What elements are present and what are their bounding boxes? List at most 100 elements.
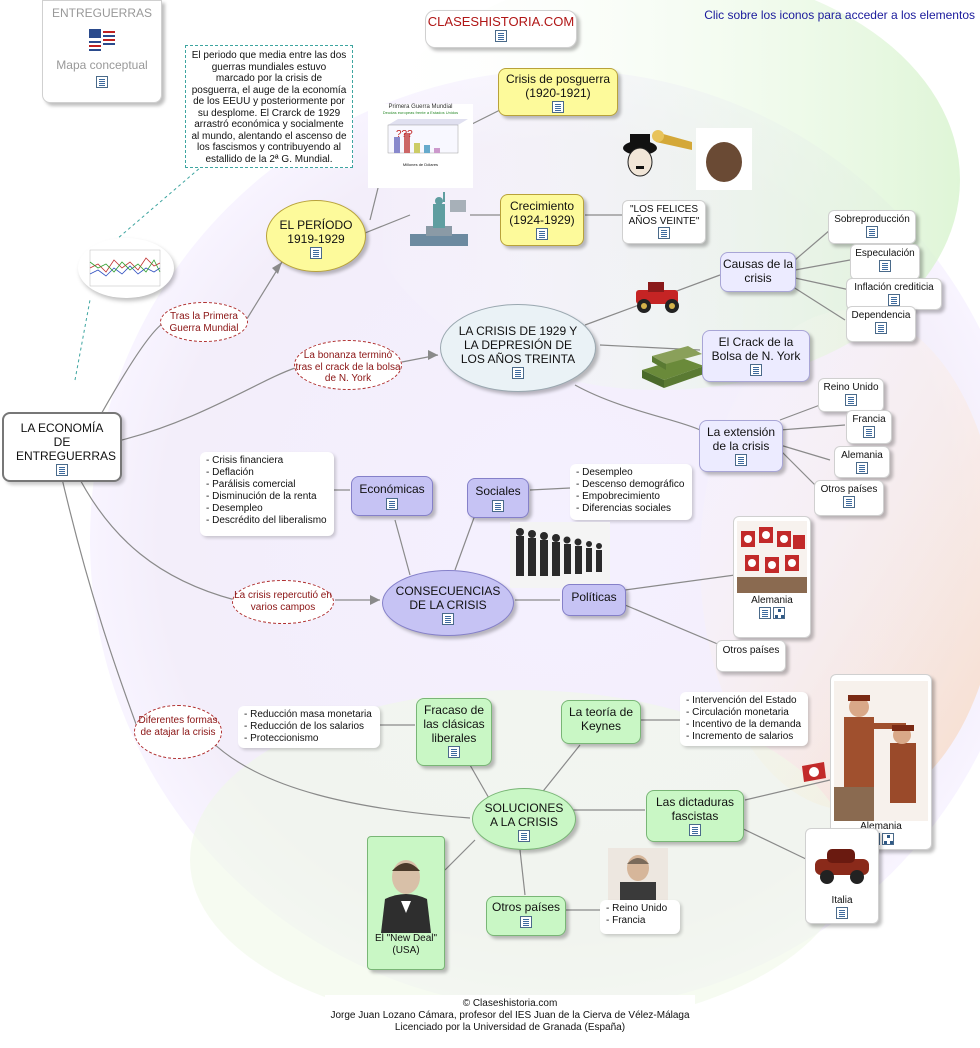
roosevelt-portrait-image[interactable] bbox=[371, 843, 441, 933]
sociales-item: - Empobrecimiento bbox=[576, 491, 660, 502]
otros-soluciones-list: - Reino Unido - Francia bbox=[600, 900, 680, 934]
intro-note-text: El periodo que media entre las dos guerr… bbox=[191, 50, 347, 165]
politicas-alemania-icon[interactable] bbox=[759, 606, 771, 619]
politicas-node: Políticas bbox=[562, 584, 626, 616]
statue-of-liberty-image[interactable] bbox=[410, 190, 468, 248]
dictaduras-node: Las dictaduras fascistas bbox=[646, 790, 744, 842]
causa-especulacion-icon[interactable] bbox=[879, 259, 891, 272]
flag-icon bbox=[802, 762, 826, 782]
politicas-label: Políticas bbox=[571, 590, 617, 604]
italian-car-image[interactable] bbox=[809, 843, 875, 889]
concept-map-image-icon bbox=[87, 27, 117, 55]
causa-inflacion-icon[interactable] bbox=[888, 293, 900, 306]
line-chart-thumbnail[interactable] bbox=[78, 238, 174, 298]
portrait-icon bbox=[608, 848, 668, 900]
crisis-icon[interactable] bbox=[512, 367, 524, 380]
causas-node: Causas de la crisis bbox=[720, 252, 796, 292]
keynes-portrait-image[interactable] bbox=[608, 848, 668, 900]
soluciones-node: SOLUCIONES A LA CRISIS bbox=[472, 788, 576, 850]
debt-chart-overlay: ??? bbox=[396, 129, 413, 140]
extension-label: La extensión de la crisis bbox=[706, 425, 776, 453]
economicas-item: - Crisis financiera bbox=[206, 455, 284, 466]
ext-otros-icon[interactable] bbox=[843, 495, 855, 508]
economicas-item: - Parálisis comercial bbox=[206, 479, 296, 490]
politicas-alemania-map-icon[interactable] bbox=[773, 606, 785, 619]
crecimiento-node: Crecimiento (1924-1929) bbox=[500, 194, 584, 246]
footer-copyright: © Claseshistoria.com bbox=[462, 998, 558, 1009]
link-repercutio-text: La crisis repercutió en varios campos bbox=[234, 590, 332, 613]
fracaso-item: - Reducción de los salarios bbox=[244, 721, 365, 732]
periodo-icon[interactable] bbox=[310, 247, 322, 260]
link-tras-la-guerra-text: Tras la Primera Guerra Mundial bbox=[169, 311, 239, 334]
crecimiento-label: Crecimiento (1924-1929) bbox=[509, 199, 575, 227]
soluciones-icon[interactable] bbox=[518, 830, 530, 843]
fracaso-item: - Reducción masa monetaria bbox=[244, 709, 372, 720]
crack-icon[interactable] bbox=[750, 364, 762, 377]
ext-alemania-label: Alemania bbox=[841, 450, 883, 461]
ext-otros: Otros países bbox=[814, 480, 884, 516]
debt-chart-xlabel: Millones de Dólares bbox=[402, 162, 439, 167]
economicas-node: Económicas bbox=[351, 476, 433, 516]
ext-francia-icon[interactable] bbox=[863, 425, 875, 438]
felices-veinte-image[interactable] bbox=[612, 122, 752, 200]
causa-dependencia-icon[interactable] bbox=[875, 321, 887, 334]
politicas-otros-node: Otros países bbox=[716, 640, 786, 672]
link-bonanza: La bonanza terminó tras el crack de la b… bbox=[294, 340, 402, 390]
keynes-item: - Incentivo de la demanda bbox=[686, 719, 802, 730]
new-deal-card: El "New Deal" (USA) bbox=[367, 836, 445, 970]
periodo-node: EL PERÍODO 1919-1929 bbox=[266, 200, 366, 272]
hitler-photo-image[interactable] bbox=[834, 681, 928, 821]
consecuencias-icon[interactable] bbox=[442, 613, 454, 626]
chaplin-trumpet-icon bbox=[623, 128, 752, 190]
dictadura-alemania-label: Alemania bbox=[860, 821, 902, 832]
keynes-list: - Intervención del Estado - Circulación … bbox=[680, 692, 808, 746]
statue-icon bbox=[410, 192, 468, 246]
concept-map-link-icon[interactable] bbox=[96, 75, 108, 88]
posguerra-icon[interactable] bbox=[552, 101, 564, 114]
dictadura-alemania-map-icon[interactable] bbox=[882, 832, 894, 845]
crecimiento-icon[interactable] bbox=[536, 228, 548, 241]
extension-icon[interactable] bbox=[735, 454, 747, 467]
debt-bar-chart[interactable]: Primera Guerra Mundial Deudas europeas f… bbox=[368, 104, 473, 188]
sociales-icon[interactable] bbox=[492, 499, 504, 512]
keynes-label: La teoría de Keynes bbox=[568, 705, 634, 733]
otros-soluciones-icon[interactable] bbox=[520, 915, 532, 928]
consecuencias-node: CONSECUENCIAS DE LA CRISIS bbox=[382, 570, 514, 636]
posguerra-label: Crisis de posguerra (1920-1921) bbox=[505, 72, 611, 100]
ext-reino-unido-icon[interactable] bbox=[845, 393, 857, 406]
link-repercutio: La crisis repercutió en varios campos bbox=[232, 580, 334, 624]
root-node: LA ECONOMÍA DE ENTREGUERRAS bbox=[2, 412, 122, 482]
nazi-rally-image[interactable] bbox=[737, 521, 807, 593]
unemployed-queue-image[interactable] bbox=[510, 522, 610, 588]
dictaduras-label: Las dictaduras fascistas bbox=[655, 795, 735, 823]
dictadura-italia-icon[interactable] bbox=[836, 906, 848, 919]
politicas-otros-label: Otros países bbox=[722, 645, 780, 656]
sociales-item: - Desempleo bbox=[576, 467, 633, 478]
ext-alemania-icon[interactable] bbox=[856, 461, 868, 474]
causa-sobreproduccion: Sobreproducción bbox=[828, 210, 916, 244]
economicas-list: - Crisis financiera - Deflación - Paráli… bbox=[200, 452, 334, 536]
dictadura-italia-label: Italia bbox=[831, 895, 853, 906]
soluciones-label: SOLUCIONES A LA CRISIS bbox=[484, 801, 564, 829]
ext-francia-label: Francia bbox=[852, 414, 886, 425]
causa-especulacion: Especulación bbox=[850, 244, 920, 280]
vintage-car-image[interactable] bbox=[628, 276, 688, 318]
site-title-card: CLASESHISTORIA.COM bbox=[425, 10, 577, 48]
link-tras-la-guerra: Tras la Primera Guerra Mundial bbox=[160, 302, 248, 342]
extension-node: La extensión de la crisis bbox=[699, 420, 783, 472]
money-stack-image[interactable] bbox=[638, 340, 708, 392]
economicas-item: - Desempleo bbox=[206, 503, 263, 514]
footer-credentials: Licenciado por la Universidad de Granada… bbox=[394, 1022, 626, 1033]
fracaso-icon[interactable] bbox=[448, 746, 460, 759]
link-formas: Diferentes formas de atajar la crisis bbox=[134, 705, 222, 759]
causa-sobreproduccion-icon[interactable] bbox=[866, 225, 878, 238]
economicas-icon[interactable] bbox=[386, 497, 398, 510]
root-node-icon[interactable] bbox=[56, 464, 68, 477]
site-link-icon[interactable] bbox=[495, 30, 507, 43]
dictaduras-icon[interactable] bbox=[689, 824, 701, 837]
felices-icon[interactable] bbox=[658, 227, 670, 239]
ext-otros-label: Otros países bbox=[820, 484, 878, 495]
debt-chart-bars: ??? bbox=[387, 119, 468, 154]
root-node-label: LA ECONOMÍA DE ENTREGUERRAS bbox=[16, 421, 117, 463]
ext-alemania: Alemania bbox=[834, 446, 890, 478]
